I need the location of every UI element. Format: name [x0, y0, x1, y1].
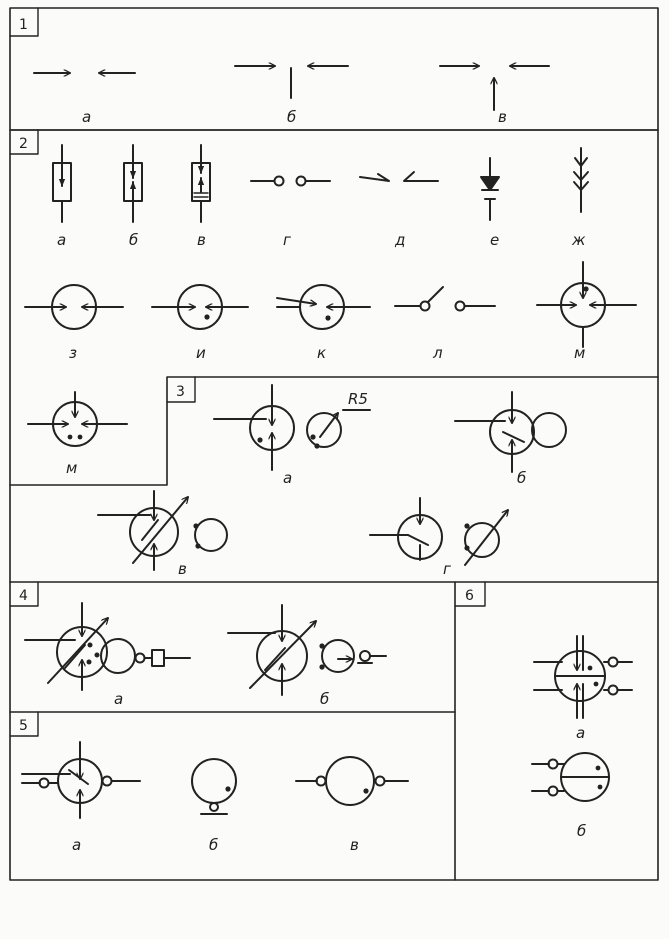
label-2e: д — [394, 231, 405, 249]
annotation-r5: R5 — [348, 390, 368, 408]
label-1b: б — [287, 108, 296, 126]
label-2m-second: м — [66, 459, 77, 477]
symbol-2f — [480, 157, 500, 221]
symbol-4b — [227, 604, 387, 696]
section-6-symbols — [531, 635, 633, 802]
label-5b: б — [209, 836, 218, 854]
symbol-4a — [24, 602, 191, 691]
symbol-3b — [454, 391, 567, 473]
section-5-number: 5 — [19, 718, 28, 734]
symbol-2d — [250, 175, 331, 187]
label-2k: к — [317, 344, 326, 362]
section-1-number: 1 — [19, 17, 28, 33]
section-3-number: 3 — [176, 384, 185, 400]
section-4-symbols — [24, 602, 387, 696]
label-2b: б — [129, 231, 138, 249]
symbol-5c — [295, 756, 409, 806]
label-4b: б — [320, 690, 329, 708]
section-3-border — [9, 376, 659, 486]
symbol-2z — [24, 284, 124, 330]
section-frames — [9, 7, 659, 881]
outer-frame — [9, 129, 659, 881]
label-6b: б — [577, 822, 586, 840]
section-number-tabs — [9, 7, 486, 737]
label-3a: а — [283, 469, 292, 487]
label-2i: и — [196, 344, 206, 362]
label-3d: г — [443, 560, 451, 578]
symbol-2m — [536, 261, 637, 348]
section-4-number: 4 — [19, 588, 28, 604]
symbol-2g — [573, 147, 589, 213]
label-2c: в — [197, 231, 206, 249]
symbol-6b — [531, 752, 610, 802]
label-5c: в — [350, 836, 359, 854]
section-1-frame — [9, 7, 659, 131]
label-6a: а — [576, 724, 585, 742]
section-2-row-2 — [24, 261, 637, 348]
symbol-3c — [97, 490, 228, 571]
symbol-2k — [276, 284, 371, 330]
symbol-2i — [151, 284, 249, 330]
label-2f: е — [490, 231, 499, 249]
symbol-5a — [21, 741, 141, 819]
symbol-5b — [191, 758, 237, 815]
label-2m: м — [574, 344, 585, 362]
symbol-1c — [439, 66, 550, 111]
symbol-2e — [359, 171, 439, 182]
label-5a: а — [72, 836, 81, 854]
section-5-symbols — [21, 741, 409, 819]
symbol-2c — [191, 144, 211, 223]
section-6-number: 6 — [465, 588, 474, 604]
section-2-number: 2 — [19, 136, 28, 152]
symbol-6a — [533, 635, 633, 719]
label-2z: з — [69, 344, 77, 362]
label-2a: а — [57, 231, 66, 249]
label-2g: ж — [571, 231, 586, 249]
symbol-2b — [123, 144, 143, 223]
symbol-3a — [213, 384, 371, 471]
section-1-symbols — [33, 66, 550, 111]
label-3b: б — [517, 469, 526, 487]
section-2-row-1 — [52, 144, 589, 223]
symbol-3d — [369, 497, 508, 566]
label-2d: г — [283, 231, 291, 249]
symbol-1b — [234, 66, 349, 99]
label-1c: в — [498, 108, 507, 126]
label-2l: л — [432, 344, 443, 362]
label-1a: а — [82, 108, 91, 126]
label-3c: в — [178, 560, 187, 578]
label-4a: а — [114, 690, 123, 708]
symbol-2a — [52, 144, 72, 223]
symbol-2m-second — [27, 391, 128, 447]
symbol-2l — [394, 286, 496, 312]
section-3-symbols — [97, 384, 567, 571]
